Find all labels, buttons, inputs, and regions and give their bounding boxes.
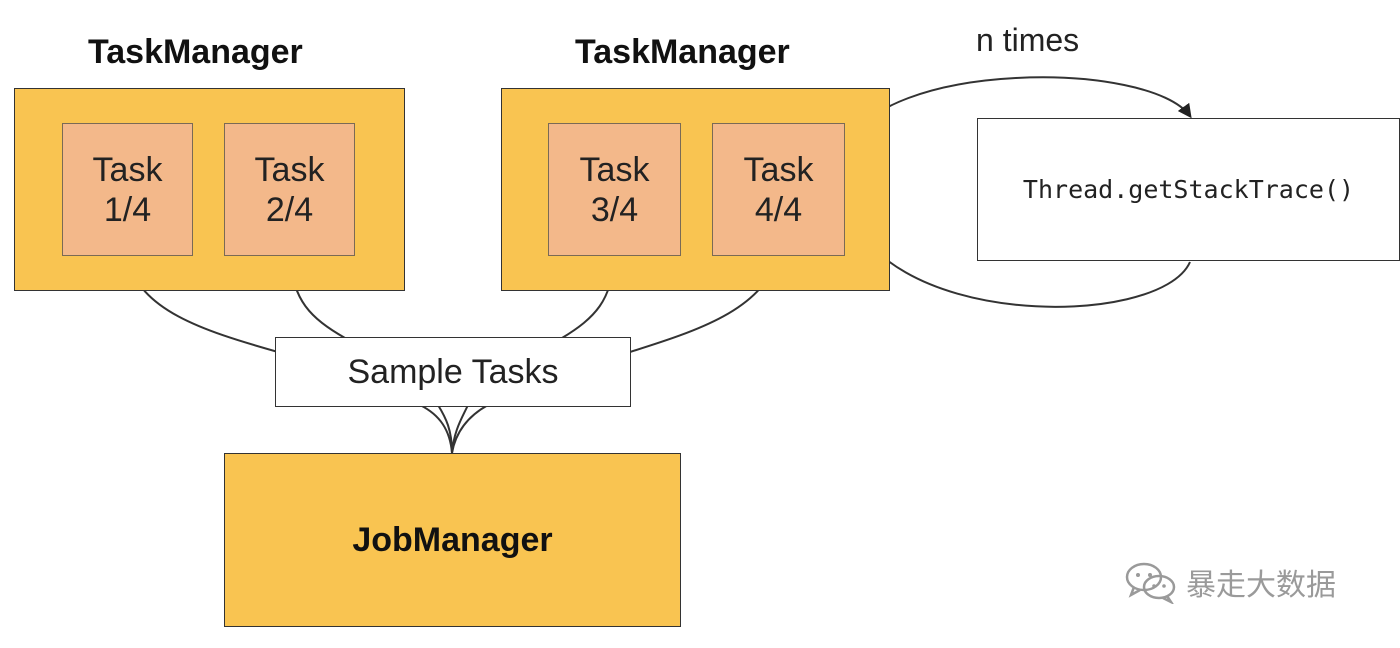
task-index: 3/4 bbox=[590, 190, 639, 229]
task-name: Task bbox=[579, 150, 650, 189]
task-box-1: Task 1/4 bbox=[62, 123, 193, 256]
task-box-2: Task 2/4 bbox=[224, 123, 355, 256]
fan-line-3 bbox=[451, 404, 469, 454]
taskmanager-title-1: TaskManager bbox=[88, 33, 303, 71]
task-index: 1/4 bbox=[103, 190, 152, 229]
sample-tasks-box: Sample Tasks bbox=[275, 337, 631, 407]
stack-trace-label: Thread.getStackTrace() bbox=[1022, 175, 1355, 204]
jobmanager-label: JobManager bbox=[352, 520, 553, 559]
task-name: Task bbox=[254, 150, 325, 189]
watermark: 暴走大数据 bbox=[1124, 560, 1336, 604]
stack-trace-box: Thread.getStackTrace() bbox=[977, 118, 1400, 261]
task-index: 4/4 bbox=[754, 190, 803, 229]
task-box-3: Task 3/4 bbox=[548, 123, 681, 256]
task-name: Task bbox=[743, 150, 814, 189]
task-name: Task bbox=[92, 150, 163, 189]
task-box-4: Task 4/4 bbox=[712, 123, 845, 256]
fan-line-4 bbox=[451, 404, 489, 454]
fan-line-2 bbox=[437, 404, 453, 454]
watermark-text: 暴走大数据 bbox=[1186, 569, 1336, 602]
sample-tasks-label: Sample Tasks bbox=[347, 352, 559, 391]
wechat-icon bbox=[1125, 562, 1176, 604]
taskmanager-title-2: TaskManager bbox=[575, 33, 790, 71]
task-index: 2/4 bbox=[265, 190, 314, 229]
fan-line-1 bbox=[419, 404, 453, 454]
loop-label: n times bbox=[976, 22, 1080, 58]
jobmanager-box: JobManager bbox=[224, 453, 681, 627]
